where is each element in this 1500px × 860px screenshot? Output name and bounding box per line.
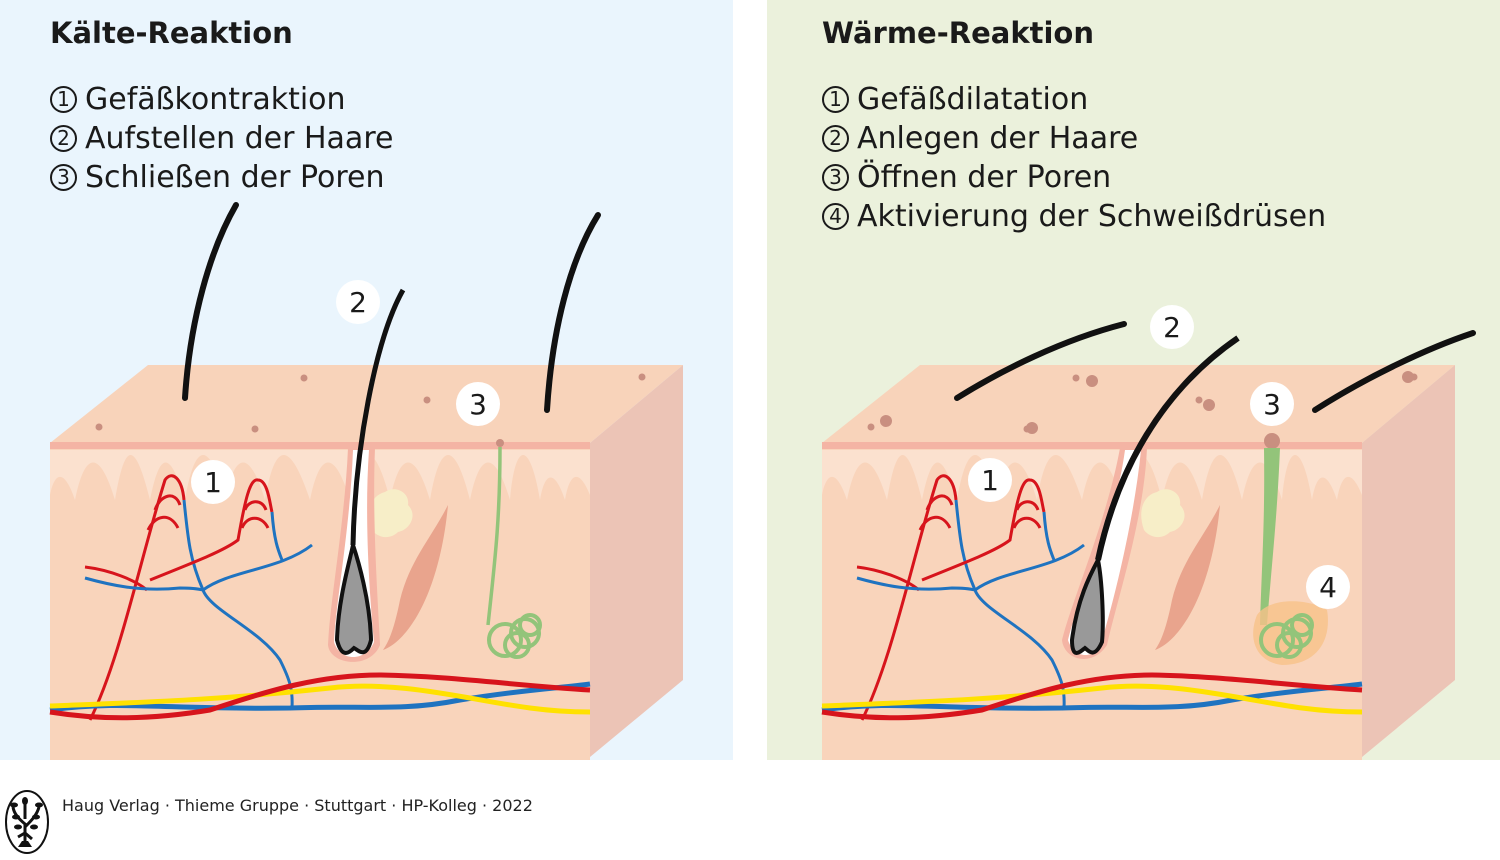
publisher-logo-icon: [5, 790, 49, 854]
marker-3: 3: [456, 382, 500, 426]
svg-text:4: 4: [1319, 571, 1337, 604]
item-label: Aufstellen der Haare: [85, 121, 394, 156]
open-sweat-duct: [1260, 448, 1280, 625]
item-number: 1: [822, 86, 849, 113]
marker-3: 3: [1250, 382, 1294, 426]
item-label: Gefäßdilatation: [857, 82, 1089, 117]
item-label: Aktivierung der Schweißdrüsen: [857, 199, 1327, 234]
svg-text:3: 3: [1263, 388, 1281, 421]
marker-4: 4: [1306, 565, 1350, 609]
item-label: Schließen der Poren: [85, 160, 385, 195]
warm-list: 1 Gefäßdilatation 2 Anlegen der Haare 3 Öff…: [822, 80, 1326, 236]
cold-skin-block: 1 2 3: [50, 202, 683, 760]
marker-1: 1: [968, 458, 1012, 502]
item-number: 3: [822, 164, 849, 191]
cold-list-item: 1 Gefäßkontraktion: [50, 80, 393, 119]
flat-hair: [1095, 335, 1240, 561]
warm-list-item: 4 Aktivierung der Schweißdrüsen: [822, 197, 1326, 236]
svg-text:1: 1: [981, 464, 999, 497]
raised-hair: [350, 288, 406, 546]
cold-list-item: 3 Schließen der Poren: [50, 158, 393, 197]
cold-list-item: 2 Aufstellen der Haare: [50, 119, 393, 158]
item-number: 2: [50, 125, 77, 152]
item-label: Anlegen der Haare: [857, 121, 1139, 156]
item-number: 1: [50, 86, 77, 113]
sweat-gland: [1259, 613, 1314, 659]
sweat-duct: [486, 446, 502, 626]
svg-text:2: 2: [1163, 311, 1181, 344]
sweat-gland: [487, 613, 542, 659]
item-number: 2: [822, 125, 849, 152]
skin-diagrams: 1 2 3 1 2 3 4: [0, 202, 1476, 760]
hair: [1312, 330, 1476, 413]
item-label: Öffnen der Poren: [857, 160, 1112, 195]
item-number: 4: [822, 203, 849, 230]
hair-bulb: [1069, 554, 1105, 655]
marker-1: 1: [191, 460, 235, 504]
svg-text:2: 2: [349, 286, 367, 319]
hair: [954, 321, 1127, 401]
warm-list-item: 3 Öffnen der Poren: [822, 158, 1326, 197]
item-label: Gefäßkontraktion: [85, 82, 346, 117]
publisher-credit: Haug Verlag · Thieme Gruppe · Stuttgart …: [62, 796, 533, 815]
svg-text:3: 3: [469, 388, 487, 421]
svg-text:1: 1: [204, 466, 222, 499]
warm-title: Wärme-Reaktion: [822, 16, 1094, 50]
item-number: 3: [50, 164, 77, 191]
cold-title: Kälte-Reaktion: [50, 16, 293, 50]
marker-2: 2: [336, 280, 380, 324]
hair: [544, 212, 601, 413]
warm-list-item: 1 Gefäßdilatation: [822, 80, 1326, 119]
hair-bulb: [334, 537, 374, 655]
warm-skin-block: 1 2 3 4: [822, 305, 1476, 760]
hair: [182, 202, 239, 401]
warm-list-item: 2 Anlegen der Haare: [822, 119, 1326, 158]
marker-2: 2: [1150, 305, 1194, 349]
